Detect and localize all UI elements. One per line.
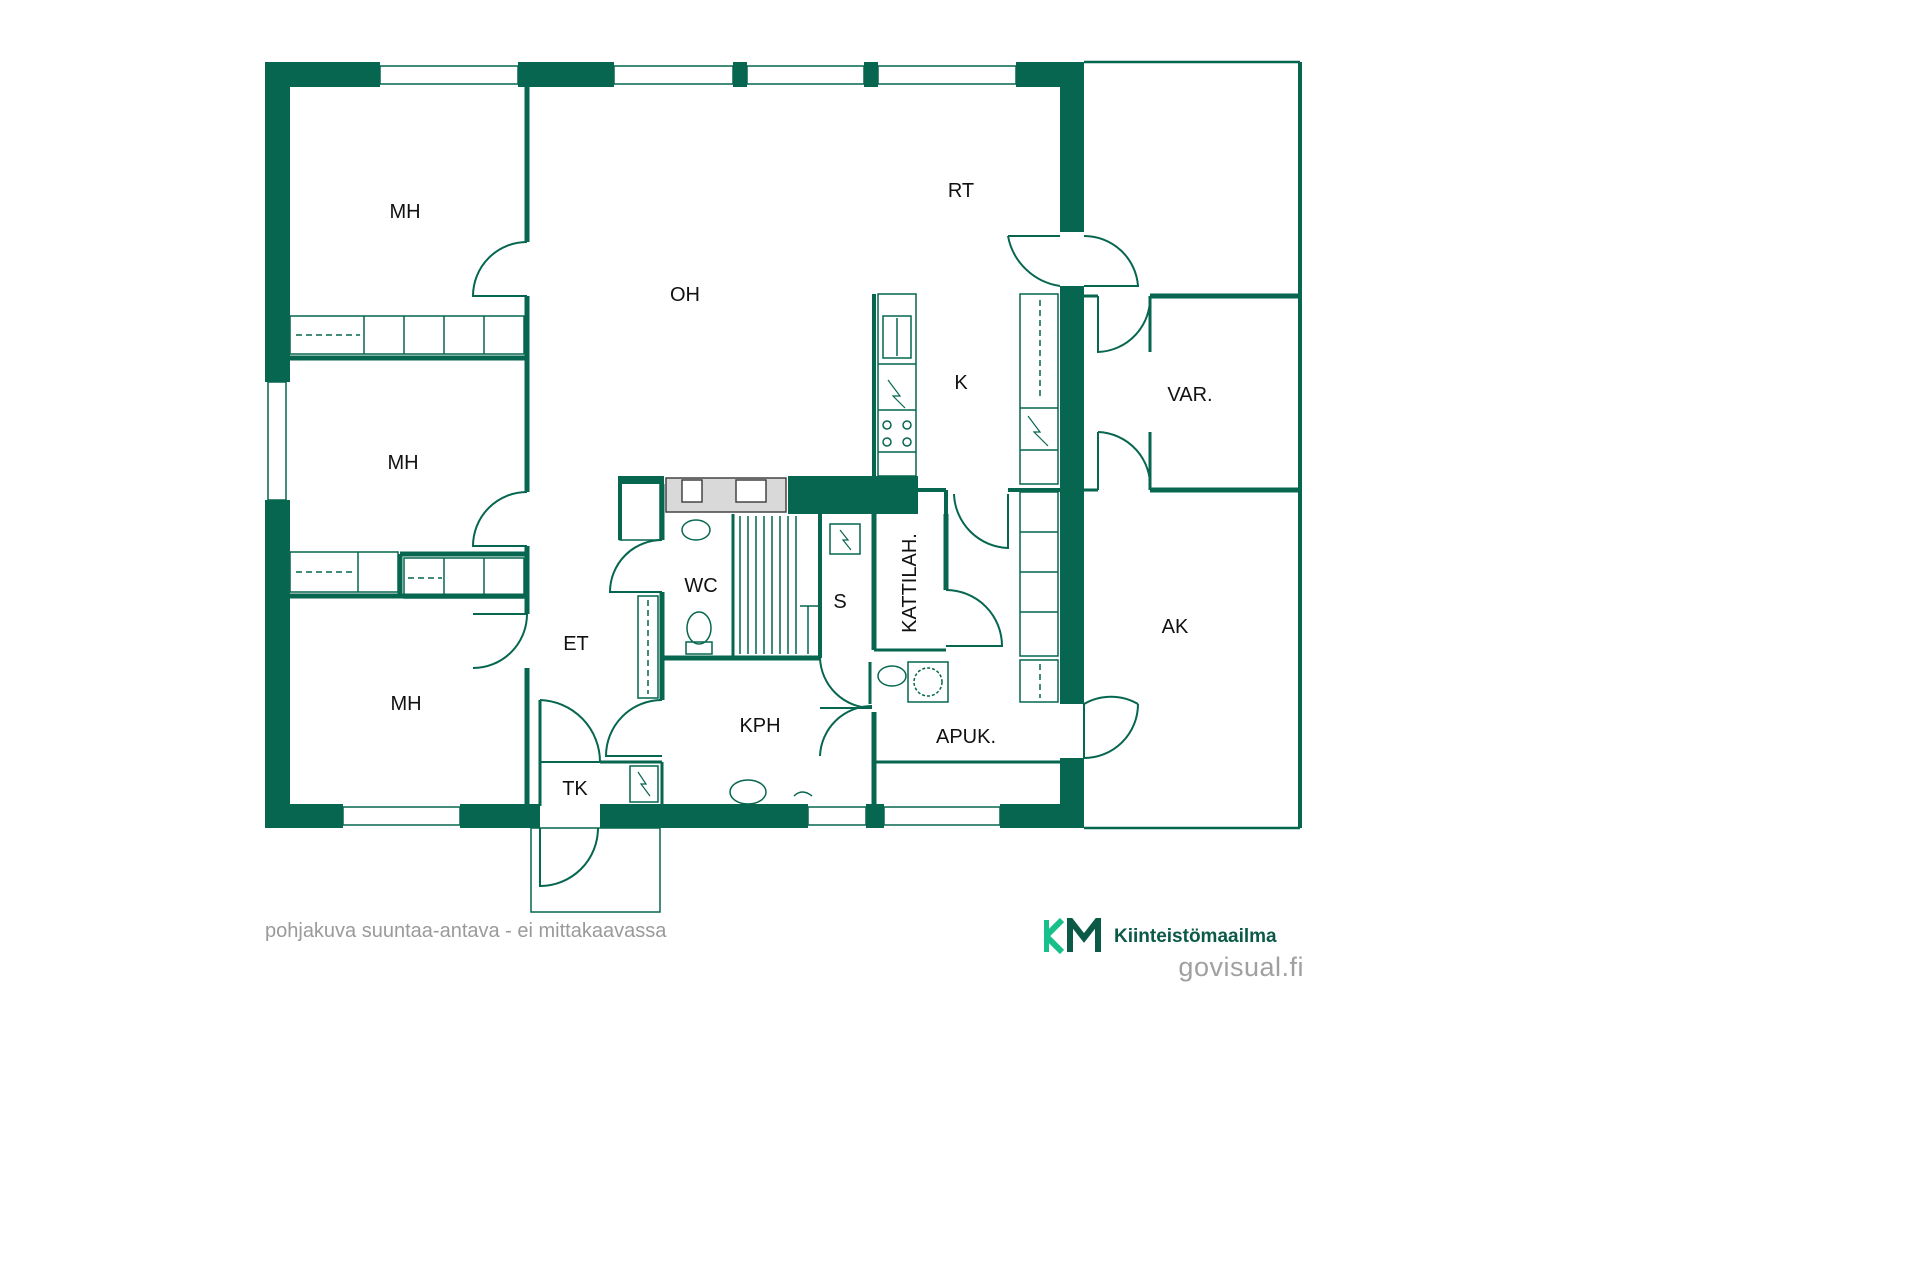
room-label-oh: OH [670, 284, 700, 306]
room-label-apuk: APUK. [936, 726, 996, 748]
fixtures [289, 293, 1059, 805]
disclaimer-text: pohjakuva suuntaa-antava - ei mittakaava… [265, 920, 667, 942]
room-label-et: ET [563, 633, 589, 655]
room-label-kph: KPH [739, 715, 780, 737]
room-label-rt: RT [948, 180, 974, 202]
website-text: govisual.fi [1178, 952, 1304, 982]
brand-block: Kiinteistömaailma govisual.fi [1044, 916, 1304, 986]
room-label-ak: AK [1162, 616, 1189, 638]
room-label-wc: WC [684, 575, 717, 597]
room-label-tk: TK [562, 778, 588, 800]
room-label-var: VAR. [1167, 384, 1212, 406]
room-label-k: K [954, 372, 968, 394]
windows [267, 65, 1017, 826]
interior-walls [290, 60, 1302, 913]
room-label-kattilah: KATTILAH. [899, 533, 921, 633]
km-logo-icon [1044, 918, 1101, 954]
room-label-mh-mid: MH [387, 452, 418, 474]
exterior-walls [265, 62, 1084, 828]
room-label-s: S [833, 591, 846, 613]
room-labels: MH MH MH OH RT K VAR. AK WC S KATTILAH. … [387, 180, 1212, 800]
door-swings [471, 234, 1152, 888]
room-label-mh-bottom: MH [390, 693, 421, 715]
floor-plan: MH MH MH OH RT K VAR. AK WC S KATTILAH. … [265, 60, 1302, 913]
brand-name: Kiinteistömaailma [1114, 926, 1277, 947]
room-label-mh-top: MH [389, 201, 420, 223]
